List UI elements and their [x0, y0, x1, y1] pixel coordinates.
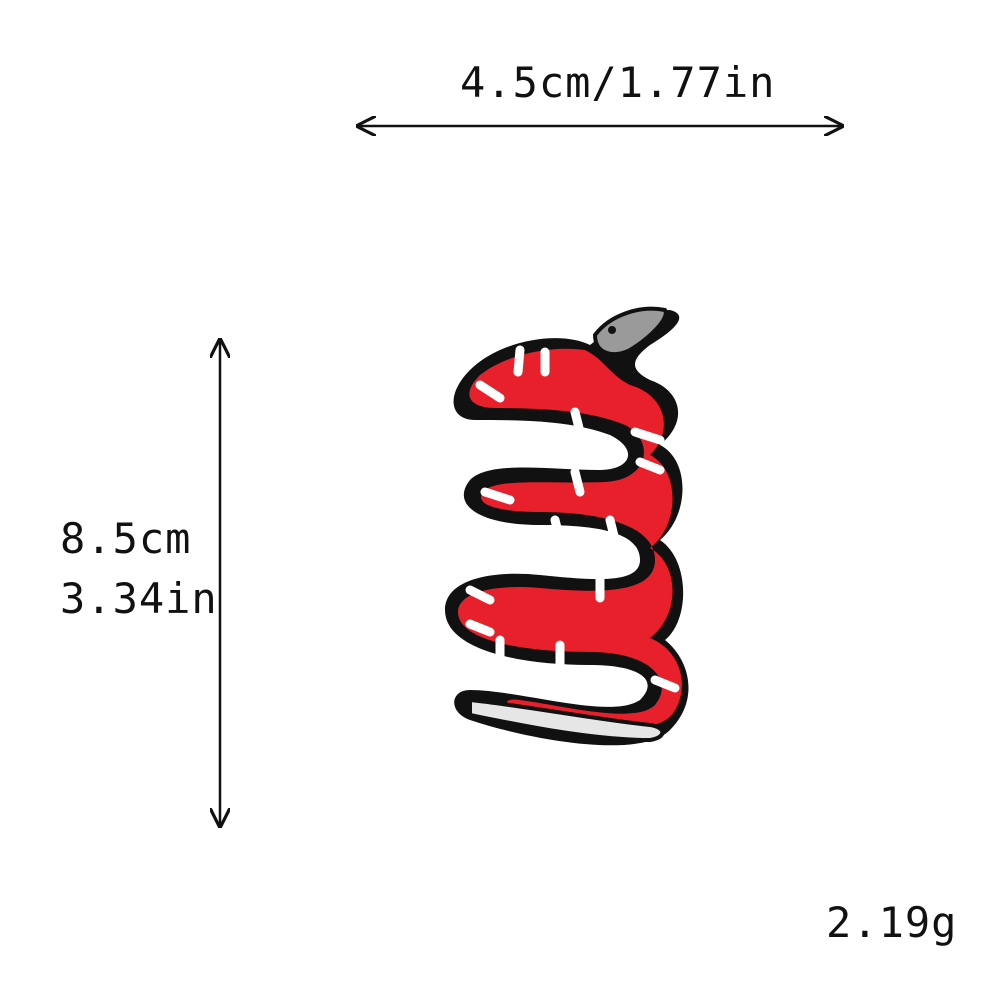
width-dimension-label: 4.5cm/1.77in [460, 58, 776, 107]
height-dimension-cm-label: 8.5cm [60, 514, 192, 563]
weight-label: 2.19g [826, 898, 958, 947]
height-dimension-in-label: 3.34in [60, 574, 218, 623]
snake-patch-image [445, 306, 689, 746]
